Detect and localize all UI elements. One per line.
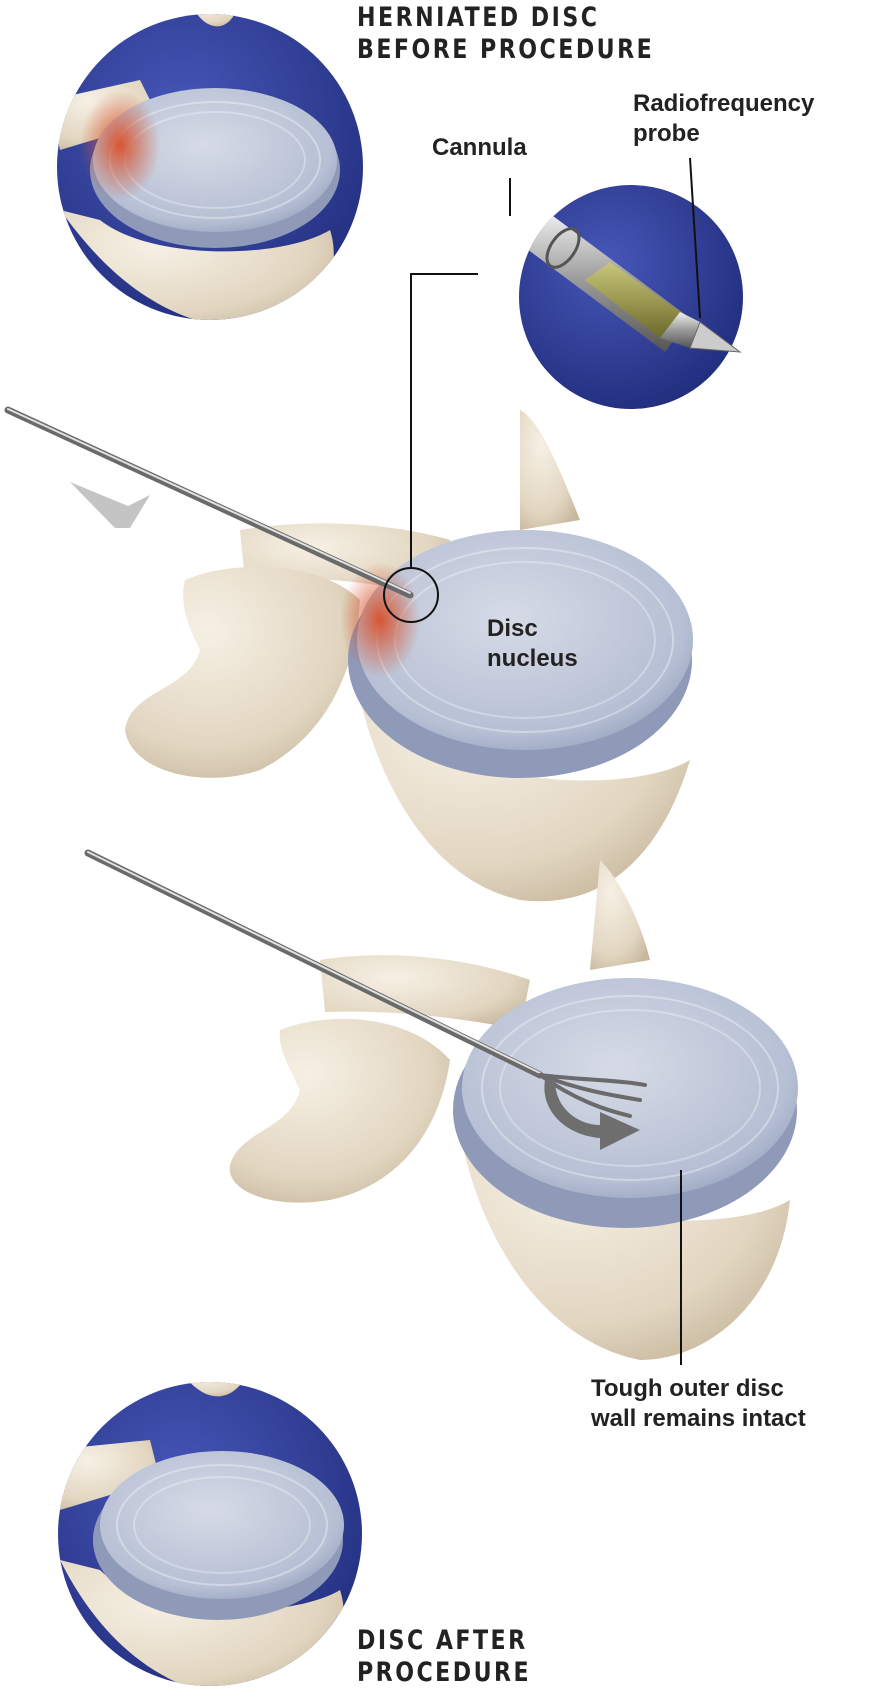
after-title-line2: PROCEDURE [357, 1657, 531, 1689]
lower-spinous-process [590, 860, 650, 970]
needle [8, 410, 410, 595]
before-procedure-inset [50, 0, 380, 330]
cannula-label: Cannula [432, 133, 527, 163]
after-title: DISC AFTER PROCEDURE [357, 1625, 531, 1689]
transverse-process [125, 567, 360, 778]
probe-label: Radiofrequency probe [633, 89, 814, 149]
wall-label-line1: Tough outer disc [591, 1374, 806, 1404]
probe-label-line1: Radiofrequency [633, 89, 814, 119]
nucleus-label: Disc nucleus [487, 614, 578, 674]
before-title-line2: BEFORE PROCEDURE [357, 34, 654, 66]
nucleus-label-line1: Disc [487, 614, 578, 644]
after-title-line1: DISC AFTER [357, 1625, 531, 1657]
lower-transverse-process [230, 1019, 450, 1203]
probe-zoom-inset [515, 185, 743, 409]
wall-label: Tough outer disc wall remains intact [591, 1374, 806, 1434]
bottom-inset-disc [100, 1451, 344, 1599]
insertion-arrow [70, 482, 150, 528]
wall-label-line2: wall remains intact [591, 1404, 806, 1434]
before-title: HERNIATED DISC BEFORE PROCEDURE [357, 2, 654, 66]
before-title-line1: HERNIATED DISC [357, 2, 654, 34]
after-procedure-inset [50, 1370, 380, 1700]
nucleus-label-line2: nucleus [487, 644, 578, 674]
probe-label-line2: probe [633, 119, 814, 149]
lower-vertebra [88, 852, 798, 1365]
zoom-connector-line [411, 274, 478, 568]
inset-herniation [80, 90, 160, 200]
spinous-process [520, 410, 580, 530]
